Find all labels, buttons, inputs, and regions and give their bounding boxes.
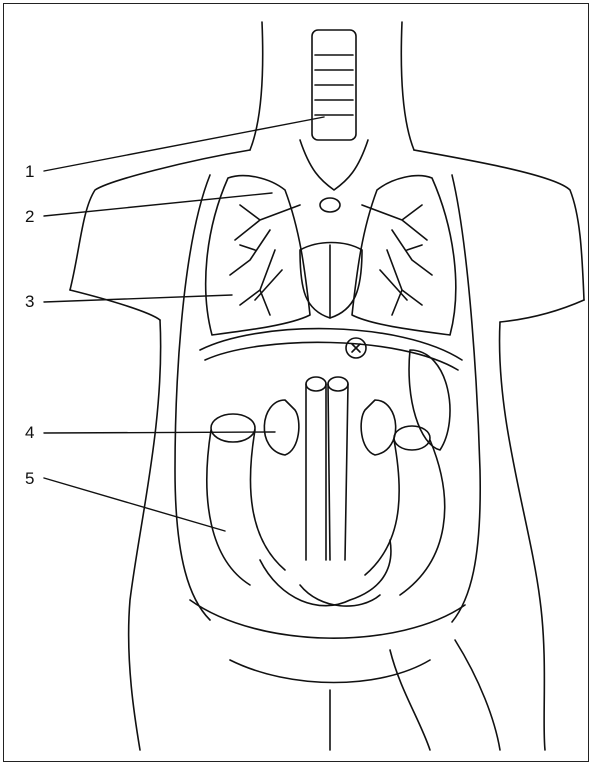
- label-2: 2: [25, 208, 34, 225]
- label-5: 5: [25, 470, 34, 487]
- torso-outline: [70, 22, 584, 750]
- abdominal-organs: [207, 350, 450, 606]
- label-4: 4: [25, 424, 34, 441]
- label-1: 1: [25, 163, 34, 180]
- lungs: [206, 176, 456, 335]
- label-3: 3: [25, 293, 34, 310]
- diaphragm: [200, 329, 462, 370]
- trachea: [300, 30, 368, 212]
